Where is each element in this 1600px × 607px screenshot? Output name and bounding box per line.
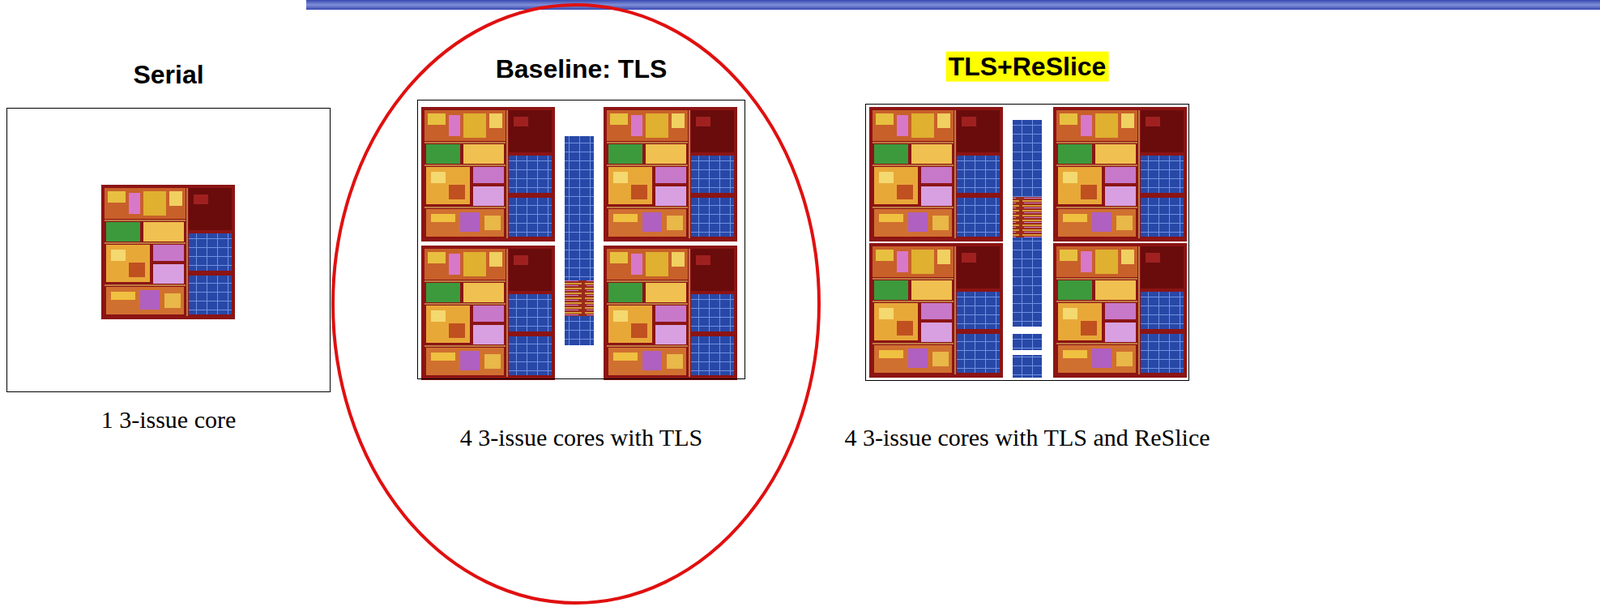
core-config-box: Serial1 3-issue core — [6, 107, 331, 393]
config-caption: 1 3-issue core — [98, 405, 239, 435]
core-config-box: Baseline: TLS4 3-issue cores with TLS — [417, 99, 746, 380]
config-heading: Serial — [130, 59, 206, 90]
config-heading: Baseline: TLS — [493, 54, 670, 85]
core-config-box: TLS+ReSlice4 3-issue cores with TLS and … — [865, 103, 1190, 381]
config-heading: TLS+ReSlice — [946, 51, 1110, 82]
config-caption: 4 3-issue cores with TLS — [457, 423, 705, 453]
config-caption: 4 3-issue cores with TLS and ReSlice — [841, 423, 1212, 453]
